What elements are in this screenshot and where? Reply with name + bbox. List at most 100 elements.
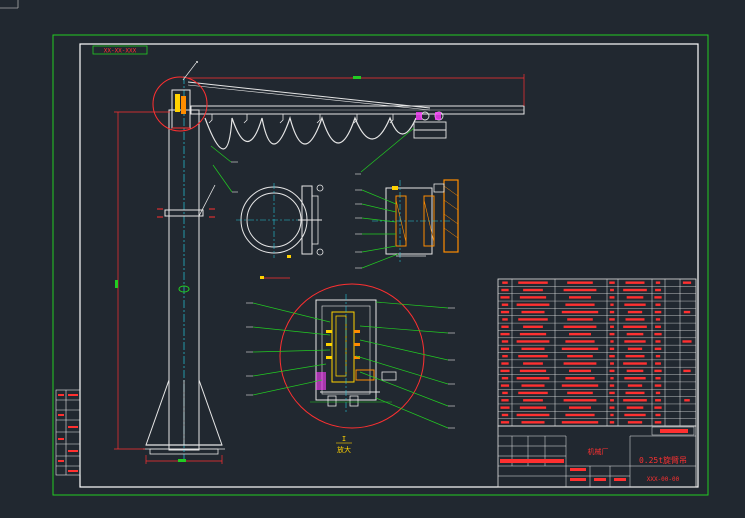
bom-cell-mark bbox=[521, 421, 545, 424]
bom-cell-mark bbox=[500, 310, 510, 314]
bom-cell-mark bbox=[655, 354, 661, 358]
bom-cell-mark bbox=[563, 362, 597, 365]
bom-cell-mark bbox=[609, 421, 615, 424]
bom-cell-mark bbox=[610, 303, 614, 306]
bom-cell-mark bbox=[561, 384, 599, 387]
bom-cell-mark bbox=[518, 354, 548, 358]
bom-cell-mark bbox=[569, 406, 591, 409]
bom-cell-mark bbox=[610, 413, 614, 417]
bom-cell-mark bbox=[500, 347, 510, 351]
bom-cell-mark bbox=[609, 384, 615, 387]
bom-cell-mark bbox=[655, 303, 661, 306]
bom-cell-mark bbox=[654, 347, 662, 351]
bom-cell-mark bbox=[655, 318, 661, 321]
bom-cell-mark bbox=[567, 391, 593, 395]
bom-cell-mark bbox=[625, 318, 645, 321]
bom-cell-mark bbox=[565, 340, 595, 343]
code-tag: XX-XX-XXX bbox=[104, 48, 137, 55]
bom-cell-mark bbox=[623, 288, 647, 292]
bom-cell-mark bbox=[625, 354, 645, 358]
bom-table bbox=[497, 278, 697, 427]
bom-cell-mark bbox=[502, 354, 508, 358]
bom-cell-mark bbox=[627, 421, 643, 424]
bom-cell-mark bbox=[500, 384, 510, 387]
bom-cell-mark bbox=[627, 347, 643, 351]
bom-cell-mark bbox=[610, 399, 614, 402]
bom-cell-mark bbox=[627, 310, 643, 314]
bom-cell-mark bbox=[610, 377, 614, 380]
bom-cell-mark bbox=[565, 377, 595, 380]
bom-cell-mark bbox=[567, 318, 593, 321]
bom-cell-mark bbox=[655, 325, 661, 328]
bom-cell-mark bbox=[626, 296, 644, 299]
bom-cell-mark bbox=[684, 399, 690, 402]
bom-cell-mark bbox=[567, 281, 593, 284]
drawing-number: XXX-00-00 bbox=[647, 476, 680, 483]
bom-cell-mark bbox=[654, 332, 662, 336]
bom-cell-mark bbox=[516, 377, 550, 380]
bom-cell-mark bbox=[682, 340, 692, 343]
outer-frame bbox=[52, 34, 709, 496]
bom-cell-mark bbox=[501, 377, 509, 380]
bom-cell-mark bbox=[501, 303, 509, 306]
code-tag-box bbox=[92, 45, 148, 55]
bom-cell-mark bbox=[654, 296, 662, 299]
bom-cell-mark bbox=[626, 406, 644, 409]
bom-cell-mark bbox=[609, 369, 615, 373]
bom-cell-mark bbox=[623, 325, 647, 328]
bom-cell-mark bbox=[610, 362, 614, 365]
bom-cell-mark bbox=[569, 332, 591, 336]
bom-cell-mark bbox=[609, 354, 615, 358]
bom-cell-mark bbox=[501, 325, 509, 328]
bom-cell-mark bbox=[521, 384, 545, 387]
bom-cell-mark bbox=[655, 399, 661, 402]
bom-cell-mark bbox=[655, 281, 661, 284]
bom-cell-mark bbox=[516, 413, 550, 417]
bom-cell-mark bbox=[523, 288, 543, 292]
bom-cell-mark bbox=[518, 318, 548, 321]
bom-cell-mark bbox=[569, 296, 591, 299]
bom-cell-mark bbox=[655, 413, 661, 417]
bom-cell-mark bbox=[624, 413, 646, 417]
section-view-bracket bbox=[355, 179, 459, 269]
bom-cell-mark bbox=[516, 303, 550, 306]
bom-cell-mark bbox=[624, 340, 646, 343]
bom-cell-mark bbox=[655, 362, 661, 365]
bom-cell-mark bbox=[563, 325, 597, 328]
bom-cell-mark bbox=[502, 391, 508, 395]
bom-cell-mark bbox=[627, 384, 643, 387]
bom-cell-mark bbox=[563, 288, 597, 292]
bom-cell-mark bbox=[501, 413, 509, 417]
bom-cell-mark bbox=[521, 347, 545, 351]
side-block-marks bbox=[58, 394, 78, 472]
bom-cell-mark bbox=[500, 421, 510, 424]
section-view-ring bbox=[236, 183, 324, 279]
bom-cell-mark bbox=[609, 318, 615, 321]
bom-cell-mark bbox=[609, 347, 615, 351]
bom-cell-mark bbox=[610, 288, 614, 292]
inner-frame bbox=[79, 43, 699, 488]
bom-cell-mark bbox=[625, 391, 645, 395]
bom-cell-mark bbox=[609, 391, 615, 395]
bom-cell-mark bbox=[624, 377, 646, 380]
side-revision-block bbox=[55, 389, 81, 476]
bom-cell-mark bbox=[609, 332, 615, 336]
bom-cell-mark bbox=[561, 421, 599, 424]
drawing-title: 0.25t旋臂吊 bbox=[639, 455, 687, 465]
bom-cell-mark bbox=[501, 399, 509, 402]
bom-cell-mark bbox=[519, 369, 547, 373]
bom-cell-mark bbox=[609, 281, 615, 284]
jib-crane-main-view bbox=[114, 61, 525, 464]
bom-cell-mark bbox=[518, 281, 548, 284]
bom-cell-mark bbox=[567, 354, 593, 358]
bom-cell-mark bbox=[655, 377, 661, 380]
bom-cell-mark bbox=[609, 406, 615, 409]
bom-cell-mark bbox=[654, 421, 662, 424]
bom-cell-mark bbox=[565, 303, 595, 306]
bom-cell-mark bbox=[655, 288, 661, 292]
bom-cell-mark bbox=[561, 310, 599, 314]
detail-scale: 放大 bbox=[337, 445, 351, 454]
bom-cell-mark bbox=[519, 296, 547, 299]
